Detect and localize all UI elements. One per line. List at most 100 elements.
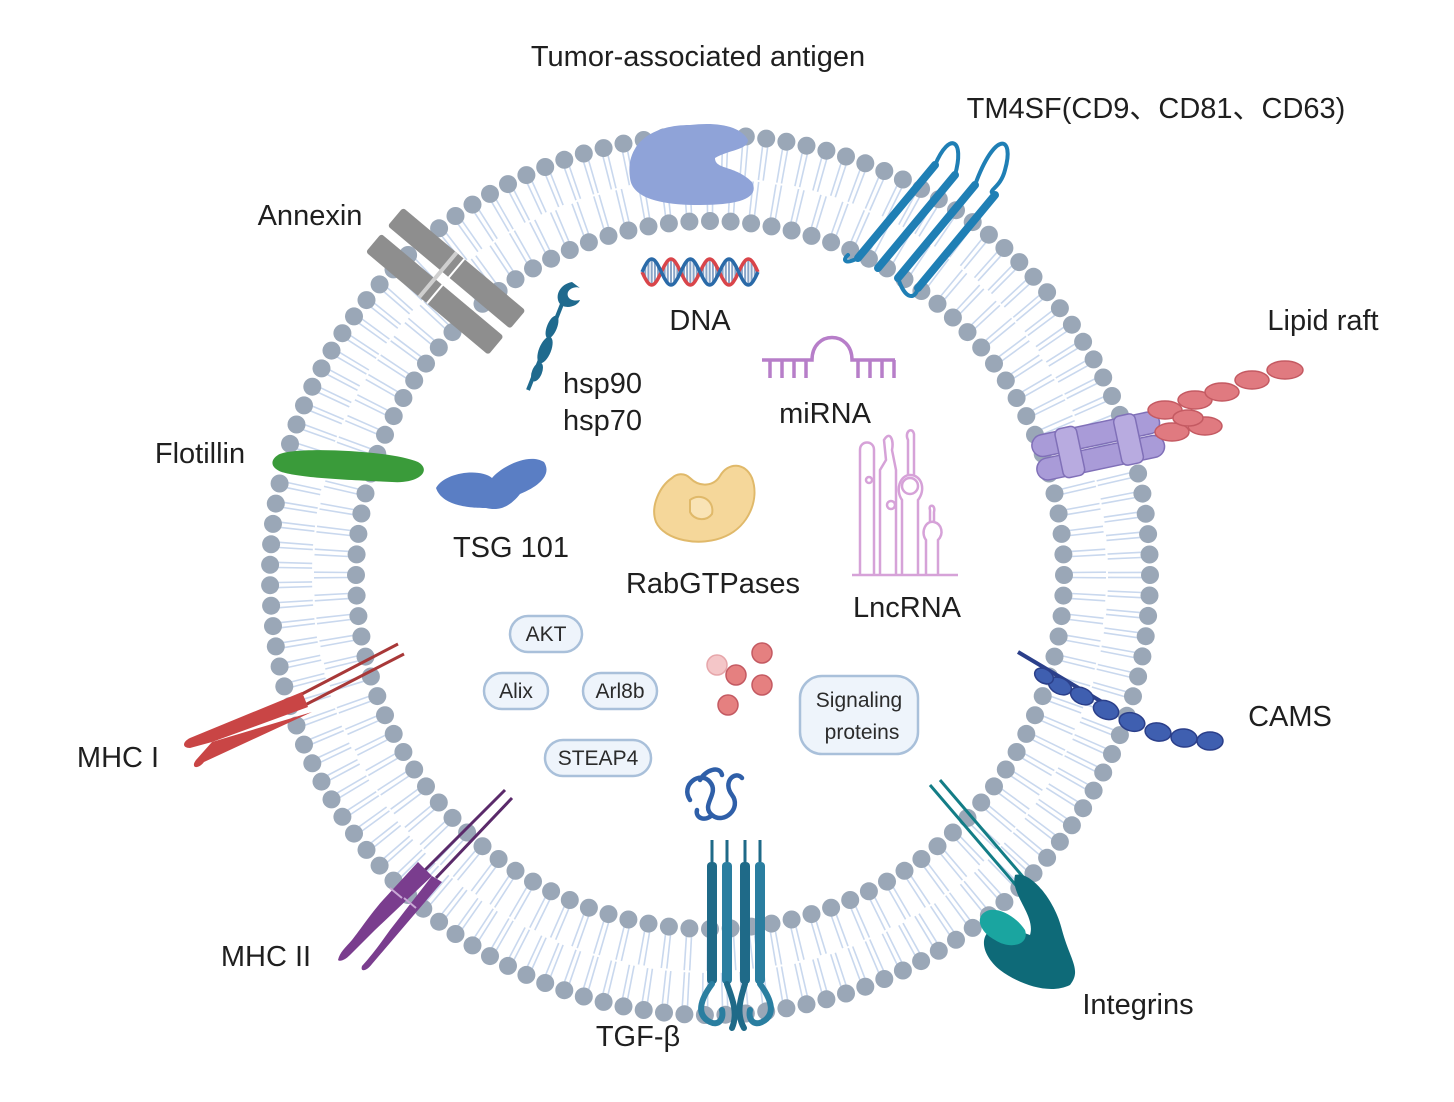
lipid-tail xyxy=(1081,716,1114,731)
lipid-tail xyxy=(582,955,595,989)
lipid-tail xyxy=(367,757,399,777)
lipid-tail xyxy=(302,708,336,722)
tgf-beta-receptor xyxy=(698,840,774,1031)
rabgtpases-protein xyxy=(653,464,756,543)
lipid-head xyxy=(1133,647,1152,666)
lipid-tail xyxy=(637,930,646,965)
lipid-tail xyxy=(1103,632,1138,639)
lipid-head xyxy=(376,706,394,725)
lipid-tail xyxy=(943,272,968,300)
lipid-tail xyxy=(1010,354,1040,375)
lipid-tail xyxy=(587,956,599,990)
lipid-tail xyxy=(344,419,377,435)
lipid-head xyxy=(333,324,352,343)
lipid-tail xyxy=(367,373,399,393)
lipid-tail xyxy=(286,486,321,496)
lipid-head xyxy=(270,657,289,676)
lipid-tail xyxy=(1038,330,1068,352)
lipid-tail xyxy=(607,961,617,995)
lipid-head xyxy=(1136,627,1155,646)
lipid-head xyxy=(782,221,801,240)
lipid-tail xyxy=(323,485,358,495)
lipid-tail xyxy=(278,561,313,565)
lipid-tail xyxy=(314,553,349,558)
lipid-head xyxy=(352,504,371,523)
lipid-tail xyxy=(851,171,866,204)
pill-steap4-label: STEAP4 xyxy=(558,747,639,770)
lipid-tail xyxy=(1001,340,1030,362)
lipid-tail xyxy=(869,899,886,931)
lipid-tail xyxy=(1106,608,1141,614)
lipid-tail xyxy=(945,895,967,924)
lipid-tail xyxy=(1104,516,1139,523)
lipid-tail xyxy=(620,927,630,962)
lipid-tail xyxy=(278,581,313,584)
lipid-tail xyxy=(423,300,449,326)
lipid-tail xyxy=(1057,767,1089,786)
lipid-tail xyxy=(1096,668,1130,678)
lipid-tail xyxy=(1105,531,1140,537)
lipid-tail xyxy=(531,180,547,213)
lipid-head xyxy=(270,474,289,493)
lipid-tail xyxy=(1012,832,1040,856)
lipid-tail xyxy=(1055,360,1086,379)
lipid-tail xyxy=(1107,556,1142,560)
mhc1-protein xyxy=(184,642,405,768)
lipid-head xyxy=(1139,525,1158,544)
lipid-tail xyxy=(923,866,945,895)
lipid-tail xyxy=(513,929,531,961)
lipid-tail xyxy=(1015,828,1044,852)
lipid-head xyxy=(430,219,449,238)
lipid-tail xyxy=(732,936,737,971)
lipid-tail xyxy=(769,931,777,966)
lipid-tail xyxy=(769,184,777,219)
lipid-tail xyxy=(959,288,985,314)
lipid-tail xyxy=(390,788,419,810)
lipid-tail xyxy=(386,287,414,311)
unfolded-protein-squiggle xyxy=(685,767,745,821)
mhc2-protein xyxy=(338,788,514,971)
lipid-head xyxy=(1140,586,1159,605)
lipid-tail xyxy=(977,255,1002,282)
pill-steap4: STEAP4 xyxy=(543,738,653,778)
lipid-tail xyxy=(1038,798,1068,820)
lipid-head xyxy=(1045,484,1064,503)
lipid-tail xyxy=(370,306,399,329)
lipid-head xyxy=(594,992,613,1011)
lipid-tail xyxy=(998,792,1027,815)
lipid-tail xyxy=(834,164,847,198)
lipid-head xyxy=(1024,267,1043,286)
lipid-tail xyxy=(280,618,315,624)
lipid-tail xyxy=(963,880,987,909)
lipid-tail xyxy=(441,886,464,915)
lipid-head xyxy=(777,132,796,151)
lipid-head xyxy=(405,371,424,390)
lipid-tail xyxy=(1101,496,1136,505)
lipid-tail xyxy=(812,157,823,191)
lipid-head xyxy=(287,415,306,434)
lipid-head xyxy=(356,647,375,666)
lipid-head xyxy=(347,566,365,584)
lipid-tail xyxy=(508,927,526,958)
lipid-head xyxy=(1017,724,1036,743)
lipid-head xyxy=(1124,687,1142,706)
label-annexin: Annexin xyxy=(258,200,363,232)
lipid-tail xyxy=(902,196,921,228)
lipid-head xyxy=(1103,745,1121,763)
lipid-tail xyxy=(489,875,510,905)
lipid-head xyxy=(972,338,991,357)
lipid-tail xyxy=(815,920,827,954)
lipid-tail xyxy=(377,771,407,791)
lipid-tail xyxy=(1064,378,1096,395)
lipid-tail xyxy=(457,897,479,927)
lipid-tail xyxy=(598,922,610,956)
lipid-head xyxy=(264,514,282,533)
lipid-tail xyxy=(1061,480,1095,490)
lipid-tail xyxy=(850,908,866,941)
lipid-tail xyxy=(281,622,316,629)
lipid-tail xyxy=(815,196,827,230)
lipid-tail xyxy=(336,695,370,709)
lipid-head xyxy=(777,999,796,1018)
lipid-tail xyxy=(283,641,318,649)
small-molecules-dots xyxy=(706,642,773,716)
